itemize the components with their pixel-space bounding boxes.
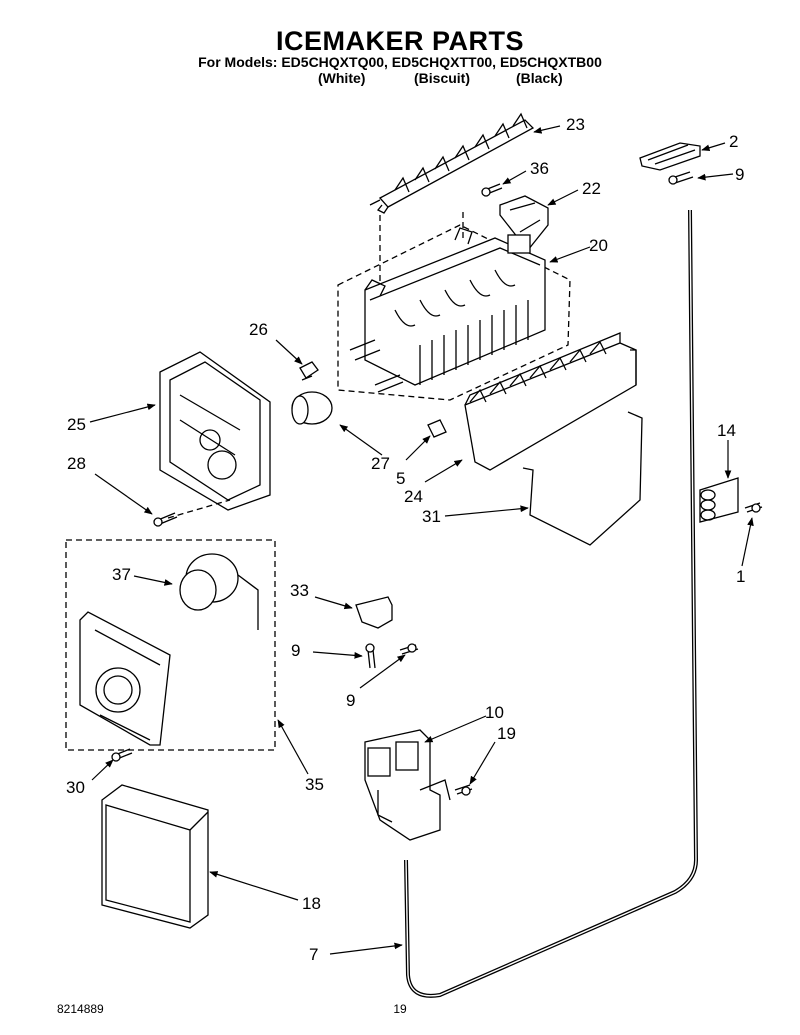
callout-10: 10 [485,703,504,722]
housing-part-20 [349,227,546,393]
clip-part-26 [299,361,319,381]
callout-26: 26 [249,320,268,339]
screw-part-9-mid-a [365,643,376,669]
callout-9-mid-b: 9 [346,691,355,710]
callout-35: 35 [305,775,324,794]
bracket-part-22 [499,195,549,252]
callout-27: 27 [371,454,390,473]
callout-37: 37 [112,565,131,584]
ejector-part-23 [369,112,535,214]
dashed-outline-housing [337,224,571,401]
module-part-35 [79,611,171,746]
motor-part-37 [179,553,259,630]
callout-22: 22 [582,179,601,198]
callout-1: 1 [736,567,745,586]
water-valve-part-10 [364,729,451,841]
callout-7: 7 [309,945,318,964]
stripper-part-24 [464,332,637,471]
callout-25: 25 [67,415,86,434]
callout-24: 24 [404,487,423,506]
model-numbers: For Models: ED5CHQXTQ00, ED5CHQXTT00, ED… [198,54,602,70]
callout-30: 30 [66,778,85,797]
dashed-outline-control [65,539,276,751]
callout-9-mid-a: 9 [291,641,300,660]
control-housing-part-25 [159,351,271,511]
callout-28: 28 [67,454,86,473]
callout-14: 14 [717,421,736,440]
bracket-part-33 [355,596,393,629]
color-biscuit: (Biscuit) [414,70,470,86]
callout-33: 33 [290,581,309,600]
screw-part-1 [744,502,763,513]
fill-cup-part-27 [291,391,333,425]
clamp-part-14 [699,477,739,523]
callout-31: 31 [422,507,441,526]
shutoff-arm-part-31 [522,411,643,546]
callout-2: 2 [729,132,738,151]
callout-5: 5 [396,469,405,488]
callout-23: 23 [566,115,585,134]
color-black: (Black) [516,70,563,86]
screw-part-19 [454,784,473,796]
page-title: ICEMAKER PARTS [275,26,524,56]
callout-20: 20 [589,236,608,255]
screw-part-9-top [668,171,694,185]
screw-part-28 [153,512,178,527]
callout-36: 36 [530,159,549,178]
screw-part-36 [481,183,503,197]
screw-part-9-mid-b [399,643,419,655]
screw-part-30 [111,748,133,762]
clip-part-5 [427,419,447,438]
callout-9-top: 9 [735,165,744,184]
document-number: 8214889 [57,1002,104,1016]
callout-19: 19 [497,724,516,743]
color-white: (White) [318,70,366,86]
callout-18: 18 [302,894,321,913]
cover-part-18 [101,784,209,929]
bracket-part-2 [639,142,701,171]
page-number: 19 [393,1002,407,1016]
